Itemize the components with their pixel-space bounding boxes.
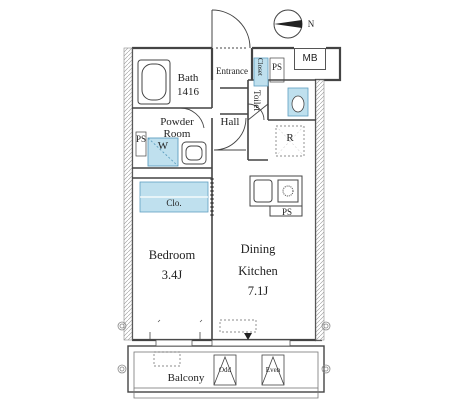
kitchen-label: Kitchen <box>238 264 278 278</box>
bedroom-size-label: 3.4J <box>161 268 183 282</box>
ps-top-label: PS <box>271 62 282 72</box>
compass-icon <box>273 9 303 39</box>
toilet-door <box>247 103 269 121</box>
meter-box: MB <box>294 48 326 70</box>
hall-label: Hall <box>220 116 240 128</box>
toilet-label: Toilet <box>252 90 262 111</box>
shoe-closet <box>253 57 269 87</box>
right-wall-hatch <box>315 79 325 341</box>
ps-box-top <box>269 57 285 83</box>
refrigerator-space <box>275 125 305 157</box>
bathtub <box>137 59 171 105</box>
bedroom-label: Bedroom <box>148 248 196 262</box>
entrance-label: Entrance <box>216 66 248 76</box>
bedroom-closet <box>139 181 209 213</box>
washer-label: W <box>157 140 169 152</box>
dining-label: Dining <box>240 242 276 256</box>
even-label: Even <box>265 366 281 374</box>
left-wall-hatch <box>123 47 133 341</box>
refrigerator-label: R <box>286 132 294 144</box>
bath-label: Bath <box>177 72 199 84</box>
odd-label: Odd <box>218 366 232 374</box>
side-pipes <box>117 321 331 374</box>
toilet-fixture <box>287 87 309 117</box>
refrigerator-diagonal <box>275 125 305 157</box>
dining-size-label: 7.1J <box>247 284 269 298</box>
bath-size-label: 1416 <box>177 86 199 98</box>
ps-left-label: PS <box>136 134 147 144</box>
balcony-drain <box>153 351 181 367</box>
balcony-area <box>127 339 325 399</box>
kitchen-balcony-marker <box>219 319 257 333</box>
hall-door <box>213 117 247 151</box>
compass-north-label: N <box>307 19 315 29</box>
powder-room-label-1: Powder <box>160 116 194 128</box>
bedroom-window-mark <box>149 332 201 340</box>
shoe-closet-label: Closet <box>256 58 264 76</box>
powder-fixtures <box>147 137 207 167</box>
powder-room-label-2: Room <box>163 128 191 140</box>
balcony-label: Balcony <box>167 372 205 384</box>
bedroom-corner-marks <box>157 319 203 323</box>
door-arrow <box>244 333 252 340</box>
balcony-vents <box>213 354 285 386</box>
bath-door <box>179 107 206 129</box>
entrance-door <box>211 9 251 49</box>
ps-kitchen-label: PS <box>281 207 292 217</box>
ps-box-left <box>135 131 147 157</box>
bedroom-closet-label: Clo. <box>166 198 182 208</box>
kitchen-counter <box>249 175 303 217</box>
